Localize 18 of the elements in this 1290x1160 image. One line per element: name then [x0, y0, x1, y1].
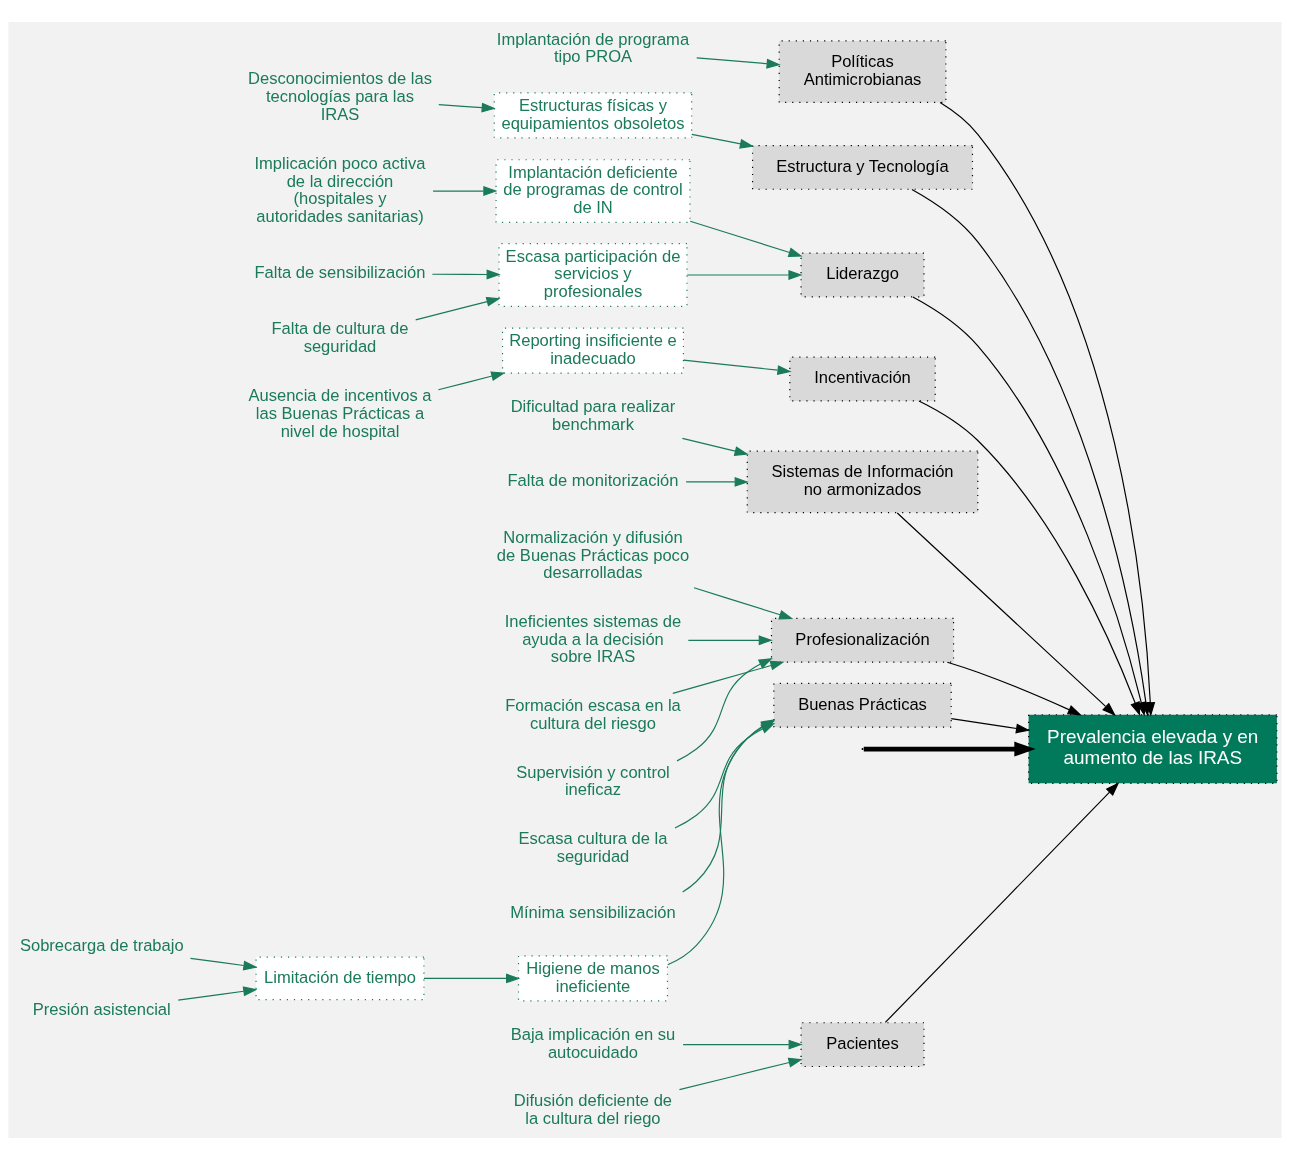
node-text: Sobrecarga de trabajo: [19, 935, 184, 955]
node-text: Presión asistencial: [32, 999, 171, 1019]
node-text: Implantación de programa tipo PROA: [496, 29, 690, 67]
node-text: Escasa cultura de la seguridad: [518, 828, 668, 866]
node-text: Falta de cultura de seguridad: [271, 319, 409, 357]
node-text: Supervisión y control ineficaz: [516, 762, 670, 800]
node-text: Desconocimientos de las tecnologías para las IRAS: [248, 69, 432, 124]
node-text: Dificultad para realizar benchmark: [510, 397, 676, 435]
node-text: Baja implicación en su autocuidado: [510, 1025, 676, 1062]
node-text: Formación escasa en la cultura del riesgo: [505, 696, 681, 734]
node-text: Mínima sensibilización: [510, 902, 676, 922]
node-text: Ineficientes sistemas de ayuda a la decisión sobre IRAS: [504, 611, 682, 667]
node-text: Difusión deficiente de la cultura del riego: [513, 1091, 673, 1129]
node-text: Implicación poco activa de la dirección (hospitales y autoridades sanitarias): [254, 153, 426, 227]
node-text: Normalización y difusión de Buenas Prácticas poco desarrolladas: [496, 528, 690, 583]
node-text: Falta de sensibilización: [254, 263, 426, 283]
node-text: Ausencia de incentivos a las Buenas Prácticas a nivel de hospital: [248, 386, 432, 441]
node-text: Falta de monitorización: [507, 471, 679, 491]
